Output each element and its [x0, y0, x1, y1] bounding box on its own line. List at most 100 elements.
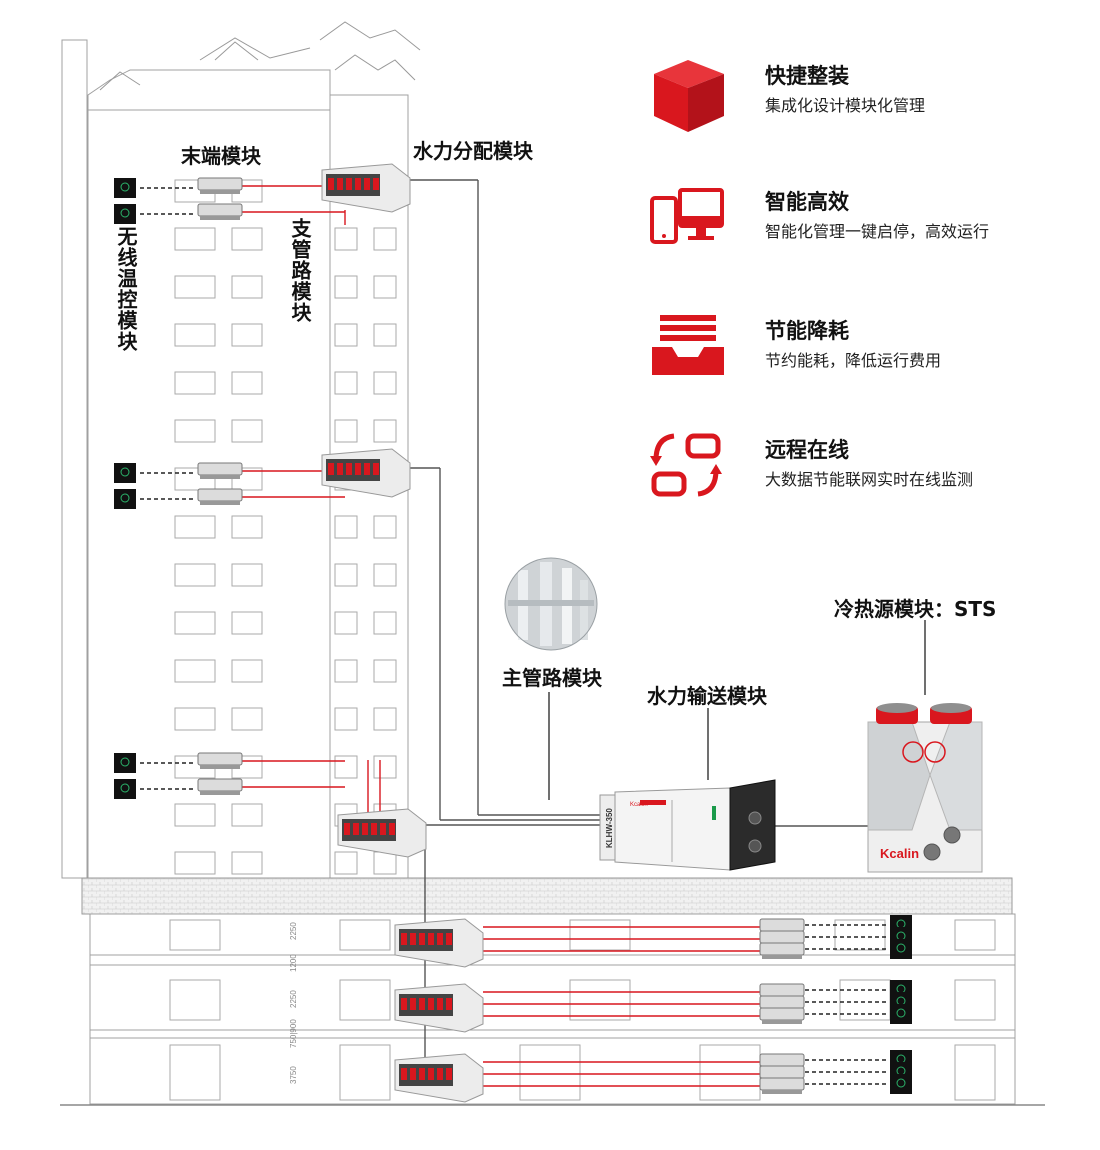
tower-window [334, 371, 358, 395]
tower-window [174, 659, 216, 683]
fan-coil-unit [197, 778, 243, 795]
fan-coil-unit [197, 488, 243, 505]
label-main-pipe-module: 主管路模块 [502, 666, 602, 690]
heat-pump-unit: Kcalin [867, 703, 983, 873]
wireless-thermostat [890, 1004, 912, 1024]
podium-window [339, 919, 391, 951]
tower-window [174, 803, 216, 827]
podium-window [169, 979, 221, 1021]
label-terminal-module: 末端模块 [181, 144, 261, 168]
podium-window [339, 979, 391, 1021]
tower-window [174, 323, 216, 347]
feature-desc: 节约能耗，降低运行费用 [765, 351, 942, 370]
tower-window [373, 611, 397, 635]
feature-title: 远程在线 [765, 438, 849, 462]
tower-window [231, 803, 263, 827]
tower-window [231, 371, 263, 395]
tower-window [231, 419, 263, 443]
tower-window [174, 851, 216, 875]
manifold-box [321, 163, 411, 213]
dim-4: 750|900 [289, 1019, 298, 1048]
manifold-box [394, 983, 484, 1033]
tower-window [373, 275, 397, 299]
tower-window [231, 851, 263, 875]
tower-window [174, 707, 216, 731]
podium-window [169, 919, 221, 951]
tower-window [334, 851, 358, 875]
podium-window [569, 919, 631, 951]
tower-window [373, 323, 397, 347]
wireless-thermostat [114, 463, 136, 483]
tower-window [334, 515, 358, 539]
fan-coil-unit [197, 462, 243, 479]
pump-station-model: KLHW-350 [605, 808, 614, 848]
label-hydraulic-transport-module: 水力输送模块 [647, 684, 767, 708]
fan-coil-unit [197, 752, 243, 769]
tower-window [373, 515, 397, 539]
tower-window [373, 707, 397, 731]
tower-window [334, 419, 358, 443]
tower-window [334, 707, 358, 731]
tower-window [334, 275, 358, 299]
feature-title: 节能降耗 [765, 319, 849, 343]
tower-window [231, 611, 263, 635]
podium-window [519, 1044, 581, 1101]
tower-window [334, 323, 358, 347]
label-wireless-thermostat-module: 无线温控模块 [114, 226, 138, 352]
tower-window [373, 755, 397, 779]
tower-window [174, 515, 216, 539]
wireless-thermostat [890, 939, 912, 959]
feature-item: 快捷整装 集成化设计模块化管理 [650, 58, 1090, 138]
podium-window [954, 1044, 996, 1101]
manifold-box [394, 918, 484, 968]
tower-window [231, 563, 263, 587]
fan-coil-unit [197, 177, 243, 194]
feature-item: 智能高效 智能化管理一键启停，高效运行 [650, 184, 1090, 264]
feature-title: 快捷整装 [765, 64, 849, 88]
podium-window [169, 1044, 221, 1101]
tower-window [373, 371, 397, 395]
podium-window [569, 979, 631, 1021]
tower-window [174, 227, 216, 251]
wireless-thermostat [114, 779, 136, 799]
wireless-thermostat [114, 489, 136, 509]
tower-window [334, 611, 358, 635]
feature-desc: 智能化管理一键启停，高效运行 [765, 222, 990, 241]
fan-coil-unit [759, 942, 805, 959]
tower-window [334, 659, 358, 683]
energy-tray-icon [652, 315, 724, 375]
fan-coil-unit [759, 1077, 805, 1094]
tower-window [373, 563, 397, 587]
tower-window [174, 611, 216, 635]
label-hydraulic-distribution-module: 水力分配模块 [413, 139, 533, 163]
tower-window [373, 227, 397, 251]
tower-window [231, 227, 263, 251]
feature-desc: 大数据节能联网实时在线监测 [765, 470, 974, 489]
tower-window [231, 323, 263, 347]
equipment-layer [114, 163, 912, 1103]
tower-window [231, 659, 263, 683]
fan-coil-unit [759, 1007, 805, 1024]
tower-window [373, 659, 397, 683]
podium-window [339, 1044, 391, 1101]
label-heat-source-module: 冷热源模块：STS [834, 597, 997, 621]
manifold-box [337, 808, 427, 858]
wireless-thermostat [890, 1074, 912, 1094]
tower-window [334, 563, 358, 587]
tower-window [174, 563, 216, 587]
remote-sync-icon [650, 433, 722, 497]
dim-2: 1200 [289, 954, 298, 972]
main-pipe-photo [504, 557, 598, 651]
feature-item: 节能降耗 节约能耗，降低运行费用 [650, 313, 1090, 393]
tower-window [231, 707, 263, 731]
cube-icon [654, 60, 724, 132]
feature-title: 智能高效 [765, 190, 849, 214]
podium-window [954, 979, 996, 1021]
devices-icon [650, 188, 724, 244]
podium-window [954, 919, 996, 951]
dim-1: 2250 [289, 922, 298, 940]
dimension-labels: 2250 1200 2250 750|900 3750 [289, 922, 298, 1084]
tower-window [373, 419, 397, 443]
pump-station-brand: Kcallin [630, 802, 648, 808]
fan-coil-unit [197, 203, 243, 220]
